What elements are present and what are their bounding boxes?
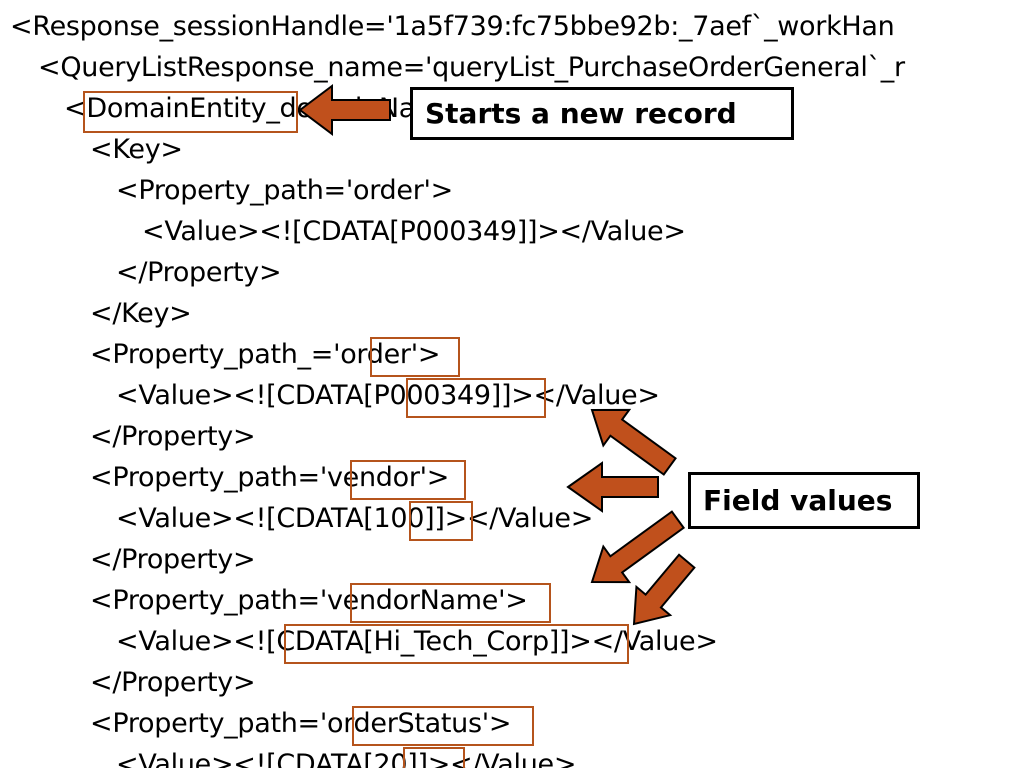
code-line-response: <Response_sessionHandle='1a5f739:fc75bbe… (10, 11, 895, 42)
vendor-path-highlight (350, 460, 466, 500)
code-line-order-status-property-open: <Property_path='orderStatus'> (90, 708, 512, 739)
code-line-vendor-name-property-close: </Property> (90, 667, 256, 698)
arrow-down-left-icon (590, 510, 686, 584)
vendor-value-highlight (409, 501, 473, 541)
vendor-name-path-highlight (350, 583, 551, 623)
order-path-highlight (370, 337, 460, 377)
code-line-key-property-close: </Property> (116, 257, 282, 288)
vendor-name-value-highlight (284, 624, 629, 664)
code-line-order-value: <Value><![CDATA[P000349]]></Value> (116, 380, 660, 411)
code-line-vendor-property-close: </Property> (90, 544, 256, 575)
code-line-key-value: <Value><![CDATA[P000349]]></Value> (142, 216, 686, 247)
code-line-key-open: <Key> (90, 134, 183, 165)
order-status-value-highlight (403, 747, 465, 768)
starts-new-record-callout: Starts a new record (410, 87, 794, 140)
code-line-vendor-property-open: <Property_path='vendor'> (90, 462, 450, 493)
code-line-vendor-name-value: <Value><![CDATA[Hi_Tech_Corp]]></Value> (116, 626, 718, 657)
code-line-query-list-response: <QueryListResponse_name='queryList_Purch… (38, 52, 905, 83)
code-line-order-property-close: </Property> (90, 421, 256, 452)
code-line-vendor-value: <Value><![CDATA[100]]></Value> (116, 503, 594, 534)
order-status-path-highlight (352, 706, 534, 746)
order-value-highlight (406, 378, 546, 418)
code-line-order-status-value: <Value><![CDATA[20]]></Value> (116, 749, 577, 768)
code-line-order-property-open: <Property_path_='order'> (90, 339, 441, 370)
field-values-callout: Field values (688, 472, 920, 529)
domain-entity-highlight (83, 91, 298, 133)
code-line-vendor-name-property-open: <Property_path='vendorName'> (90, 585, 528, 616)
code-line-key-close: </Key> (90, 298, 192, 329)
code-line-key-property-open: <Property_path='order'> (116, 175, 453, 206)
